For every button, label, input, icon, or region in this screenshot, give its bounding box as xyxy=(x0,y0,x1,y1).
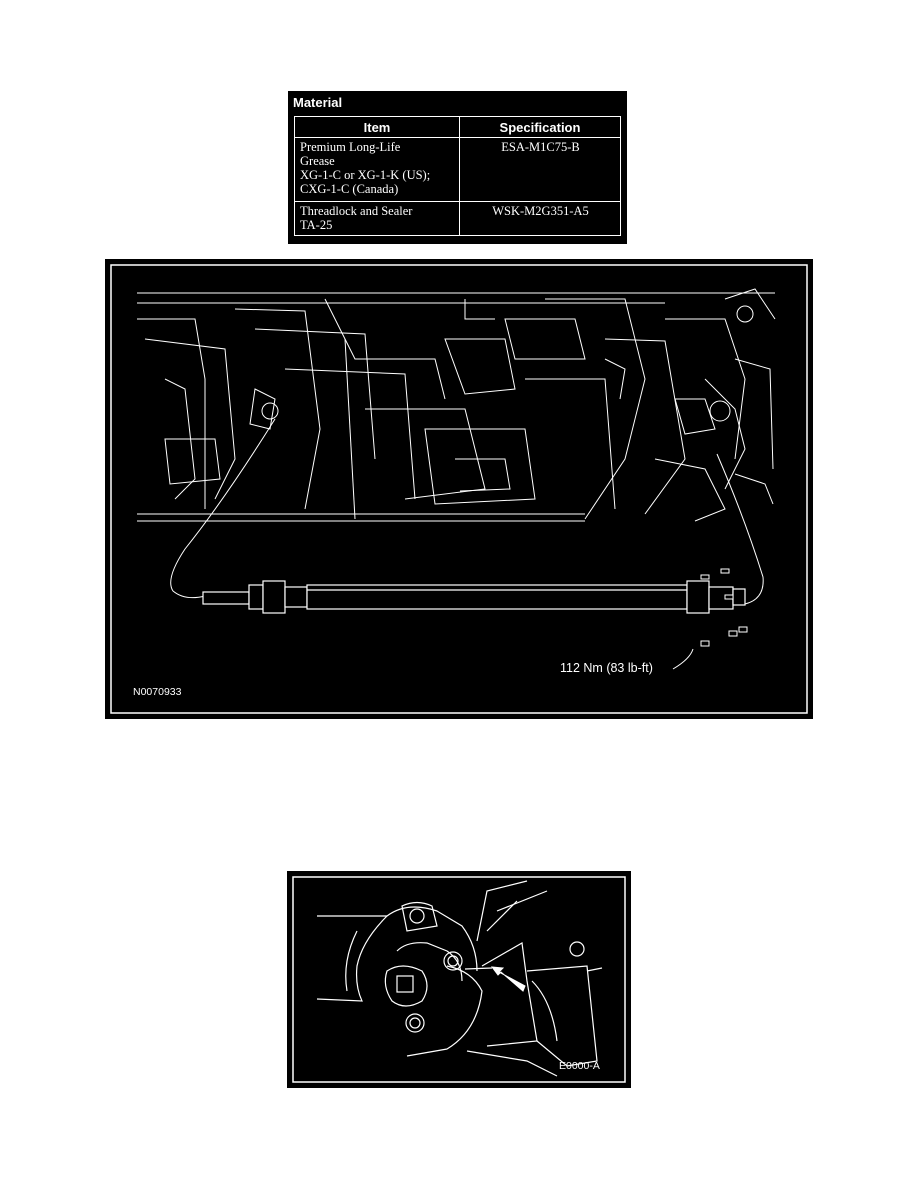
material-table: Item Specification Premium Long-Life Gre… xyxy=(294,116,621,236)
item-line: Threadlock and Sealer xyxy=(300,204,413,218)
item-line: Premium Long-Life xyxy=(300,140,401,154)
item-line: TA-25 xyxy=(300,218,333,232)
torque-label: 112 Nm (83 lb-ft) xyxy=(560,661,653,675)
leader-line xyxy=(170,418,276,599)
spec-cell: ESA-M1C75-B xyxy=(459,137,621,202)
table-row: Premium Long-Life Grease XG-1-C or XG-1-… xyxy=(294,137,621,202)
reference-mark-line xyxy=(464,967,493,970)
driveshaft-illustration: 112 Nm (83 lb-ft) N0070933 xyxy=(105,259,813,719)
u-joint-drawing xyxy=(292,876,626,1083)
leader-line xyxy=(716,453,764,605)
pointer-arrow-icon xyxy=(490,966,526,992)
flange-bolts xyxy=(700,568,748,647)
item-line: Grease xyxy=(300,154,335,168)
spec-cell: WSK-M2G351-A5 xyxy=(459,201,621,236)
material-title: Material xyxy=(293,95,343,110)
figure-code: N0070933 xyxy=(133,686,182,698)
material-table-panel: Material Item Specification Premium Long… xyxy=(288,91,627,244)
item-line: CXG-1-C (Canada) xyxy=(300,182,399,196)
table-header-row: Item Specification xyxy=(294,116,621,138)
item-cell: Threadlock and Sealer TA-25 xyxy=(294,201,460,236)
figure-code: E0000-A xyxy=(559,1060,600,1072)
table-row: Threadlock and Sealer TA-25 WSK-M2G351-A… xyxy=(294,201,621,236)
vehicle-underbody xyxy=(137,288,776,522)
torque-leader xyxy=(672,648,694,670)
driveshaft xyxy=(202,580,746,614)
item-line: XG-1-C or XG-1-K (US); xyxy=(300,168,431,182)
u-joint-detail-illustration: E0000-A xyxy=(287,871,631,1088)
column-header-item: Item xyxy=(294,116,460,138)
driveshaft-drawing xyxy=(110,264,808,714)
u-joint-parts xyxy=(316,880,603,1077)
column-header-specification: Specification xyxy=(459,116,621,138)
item-cell: Premium Long-Life Grease XG-1-C or XG-1-… xyxy=(294,137,460,202)
